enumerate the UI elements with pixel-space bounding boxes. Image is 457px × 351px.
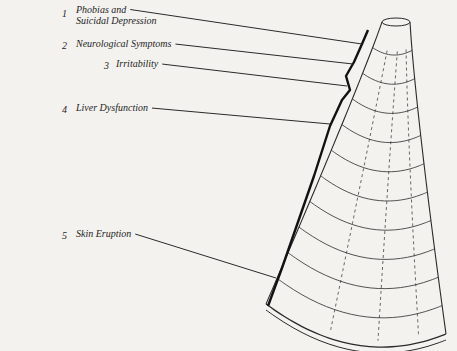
- cone-band: [331, 150, 424, 172]
- callout-number: 4: [62, 104, 67, 115]
- leader-line: [162, 64, 347, 86]
- symptom-label: Neurological Symptoms: [76, 38, 196, 49]
- leader-line: [152, 108, 330, 124]
- callout-number: 5: [62, 230, 67, 241]
- symptom-label: Phobias and Suicidal Depression: [76, 4, 158, 26]
- cone-band: [277, 278, 442, 317]
- callout-number: 1: [62, 8, 67, 19]
- progression-line: [268, 30, 368, 306]
- symptom-label: Irritability: [116, 58, 186, 69]
- cone-band: [266, 304, 446, 347]
- cone-right-edge: [410, 22, 446, 334]
- cone-meridian: [406, 50, 419, 337]
- leader-line: [135, 234, 276, 278]
- cone-meridian: [378, 51, 397, 340]
- cone-rim: [266, 310, 446, 351]
- callout-number: 3: [104, 60, 109, 71]
- cone-drawing: [266, 18, 446, 351]
- leader-line: [175, 44, 353, 64]
- cone-band: [321, 176, 428, 201]
- cone-top: [382, 18, 410, 26]
- cone-band: [288, 253, 438, 289]
- symptom-label: Liver Dysfunction: [76, 102, 176, 113]
- cone-meridian: [330, 51, 387, 332]
- symptom-label: Skin Eruption: [76, 228, 166, 239]
- callout-number: 2: [62, 40, 67, 51]
